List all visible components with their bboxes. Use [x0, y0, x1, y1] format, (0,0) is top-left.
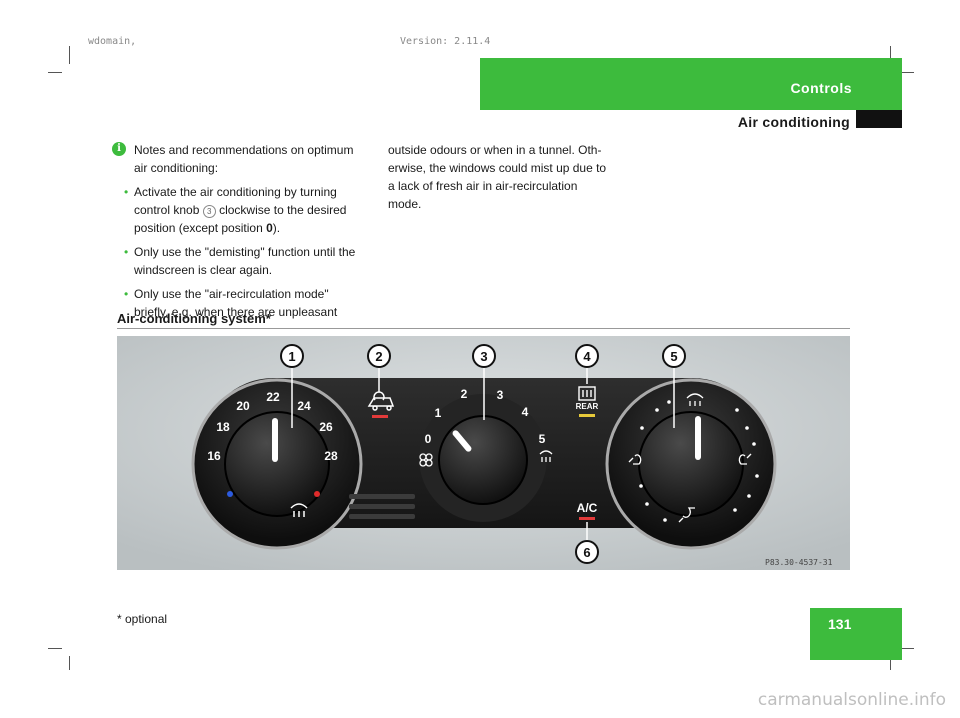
subheading: Air-conditioning system* [117, 311, 271, 326]
defrost-icon [290, 503, 308, 517]
temp-24: 24 [297, 399, 311, 413]
temp-18: 18 [216, 420, 230, 434]
defrost-icon-center [539, 450, 553, 462]
note-column: i Notes and recommendations on optimum a… [112, 141, 362, 321]
windscreen-vent-icon [686, 393, 704, 406]
crop-mark [69, 46, 70, 64]
blower-2: 2 [461, 387, 468, 401]
section-title: Air conditioning [737, 114, 850, 130]
optional-footnote: * optional [117, 612, 168, 626]
meta-left: wdomain, [88, 36, 137, 47]
blower-0: 0 [425, 432, 432, 446]
callout-5: 5 [670, 349, 677, 364]
chapter-tab-label: Controls [790, 80, 852, 96]
image-code: P83.30-4537-31 [765, 558, 833, 567]
auto-fan-icon [419, 453, 433, 467]
ac-led [579, 517, 595, 520]
callout-6: 6 [583, 545, 590, 560]
section-marker [856, 110, 902, 128]
callouts [280, 344, 686, 564]
page-number: 131 [828, 616, 852, 632]
callout-3: 3 [480, 349, 487, 364]
bullet-text: Activate the air conditioning by turning… [134, 185, 337, 217]
recirculation-led [372, 415, 388, 418]
callout-1: 1 [288, 349, 295, 364]
note-bullet-2: Only use the "demisting" function until … [122, 243, 362, 279]
callout-ref-3: 3 [202, 205, 216, 218]
temp-26: 26 [319, 420, 333, 434]
callout-4: 4 [583, 349, 591, 364]
bullet-text: clockwise to the desired position (excep… [134, 203, 347, 235]
air-distribution-dots [639, 400, 759, 522]
temp-28: 28 [324, 449, 338, 463]
position-zero: 0 [266, 221, 273, 235]
callout-2: 2 [375, 349, 382, 364]
crop-mark [69, 656, 70, 670]
note-bullet-1: Activate the air conditioning by turning… [122, 183, 362, 237]
bullet-text: ). [272, 221, 281, 235]
ac-panel-illustration: 16 18 20 22 24 26 28 0 [117, 336, 850, 570]
page-number-box: 131 [810, 608, 902, 660]
crop-mark [900, 648, 914, 649]
ac-panel-photo: 16 18 20 22 24 26 28 0 [117, 336, 850, 570]
note-intro-text: Notes and recommendations on optimum air… [134, 143, 354, 175]
face-vent-icon [628, 454, 642, 465]
callout-lines [291, 366, 675, 542]
rear-led [579, 414, 595, 417]
crop-mark [48, 648, 62, 649]
vent-grille [349, 494, 415, 519]
temp-16: 16 [207, 449, 221, 463]
footwell-vent-icon [678, 507, 695, 523]
blower-labels: 0 1 2 3 4 5 [425, 387, 546, 446]
divider [117, 328, 850, 329]
face-footwell-vent-icon [738, 453, 752, 465]
recirculation-icon [367, 391, 395, 411]
note-intro: i Notes and recommendations on optimum a… [112, 141, 362, 177]
blower-5: 5 [539, 432, 546, 446]
info-icon: i [112, 142, 126, 156]
temp-22: 22 [266, 390, 280, 404]
rear-defrost-icon [578, 386, 596, 401]
temp-20: 20 [236, 399, 250, 413]
crop-mark [890, 656, 891, 670]
blower-3: 3 [497, 388, 504, 402]
watermark: carmanualsonline.info [757, 690, 946, 710]
crop-mark [48, 72, 62, 73]
blower-4: 4 [522, 405, 529, 419]
rear-label: REAR [576, 402, 599, 411]
ac-label: A/C [577, 501, 598, 515]
chapter-tab: Controls [480, 58, 902, 110]
crop-mark [890, 46, 891, 64]
crop-mark [900, 72, 914, 73]
meta-version: Version: 2.11.4 [400, 36, 491, 47]
temp-labels: 16 18 20 22 24 26 28 [207, 390, 338, 463]
note-bullet-3: Only use the "air-recirculation mode" br… [122, 285, 362, 321]
continued-text: outside odours or when in a tunnel. Oth-… [388, 143, 607, 211]
blower-1: 1 [435, 406, 442, 420]
